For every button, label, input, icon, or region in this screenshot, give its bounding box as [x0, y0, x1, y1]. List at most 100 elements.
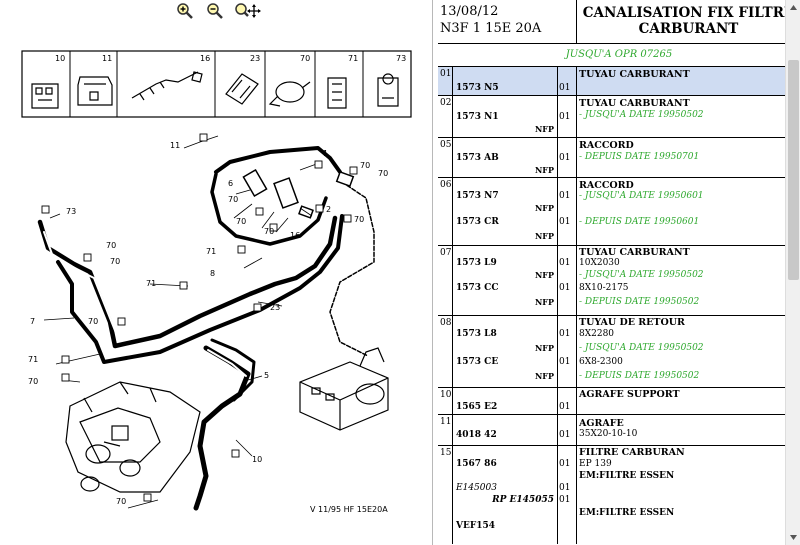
pane-divider[interactable]	[432, 0, 438, 545]
validity-date: - JUSQU'A DATE 19950502	[579, 110, 704, 120]
part-title: AGRAFE SUPPORT	[579, 389, 680, 400]
part-reference[interactable]: 1573 L8	[456, 329, 497, 339]
part-spec: 6X8-2300	[579, 357, 623, 367]
scroll-thumb[interactable]	[788, 60, 799, 280]
scroll-up-arrow-icon[interactable]	[786, 0, 800, 15]
validity-date: - DEPUIS DATE 19950502	[579, 371, 700, 381]
part-spec: 8X2280	[579, 329, 615, 339]
part-reference[interactable]: 1565 E2	[456, 402, 498, 412]
table-row[interactable]: 05 1573 AB NFP 01 RACCORD - DEPUIS DATE …	[438, 138, 800, 178]
part-quantity: 01	[559, 430, 571, 440]
callout-70: 70	[106, 241, 116, 250]
callout-10: 10	[252, 455, 262, 464]
row-index: 11	[438, 415, 453, 445]
part-reference[interactable]: 1573 CE	[456, 357, 499, 367]
zoom-pan-icon[interactable]	[234, 2, 262, 20]
inset-label-73: 73	[396, 54, 406, 63]
part-title: RACCORD	[579, 140, 634, 151]
part-reference[interactable]: 1567 86	[456, 459, 497, 469]
intake-manifold	[65, 381, 201, 493]
table-row[interactable]: 06 1573 N7 NFP 1573 CR NFP 01 01 RACCORD…	[438, 178, 800, 246]
callout-70: 70	[88, 317, 98, 326]
nfp-flag: NFP	[534, 343, 554, 353]
validity-date: - JUSQU'A DATE 19950502	[579, 270, 704, 280]
callout-23: 23	[270, 303, 280, 312]
scroll-down-arrow-icon[interactable]	[786, 530, 800, 545]
part-quantity: 01	[559, 459, 571, 469]
inset-label-10: 10	[55, 54, 65, 63]
callout-7: 7	[30, 317, 35, 326]
replacement-reference[interactable]: RP E145055	[492, 495, 554, 505]
part-reference[interactable]: 1573 N1	[456, 112, 499, 122]
row-index: 02	[438, 96, 453, 137]
validity-date: - DEPUIS DATE 19950502	[579, 297, 700, 307]
vertical-scrollbar[interactable]	[785, 0, 800, 545]
part-reference[interactable]: 1573 L9	[456, 258, 497, 268]
part-spec: 8X10-2175	[579, 283, 629, 293]
callout-70: 70	[110, 257, 120, 266]
callout-70: 70	[228, 195, 238, 204]
part-reference[interactable]: 1573 AB	[456, 153, 499, 163]
table-row[interactable]: 02 1573 N1 NFP 01 TUYAU CARBURANT - JUSQ…	[438, 96, 800, 138]
part-quantity: 01	[559, 153, 571, 163]
part-spec: EP 139	[579, 459, 612, 469]
table-row[interactable]: 01 1573 N5 01 TUYAU CARBURANT	[438, 67, 800, 96]
sub-reference[interactable]: E145003	[456, 483, 497, 493]
callout-8: 8	[210, 269, 215, 278]
page-title-line1: CANALISATION FIX FILTRE	[582, 5, 795, 21]
parts-pane: 13/08/12 N3F 1 15E 20A CANALISATION FIX …	[438, 0, 800, 545]
part-reference[interactable]: VEF154	[456, 521, 496, 531]
inset-label-16: 16	[200, 54, 210, 63]
row-index: 05	[438, 138, 453, 177]
part-title: TUYAU CARBURANT	[579, 69, 690, 80]
zoom-out-icon[interactable]	[206, 2, 224, 20]
inset-label-71: 71	[348, 54, 358, 63]
callout-boxes	[41, 133, 358, 502]
table-row[interactable]: 07 1573 L9 NFP 1573 CC NFP 01 01 TUYAU C…	[438, 246, 800, 316]
nfp-flag: NFP	[534, 203, 554, 213]
part-quantity: 01	[559, 329, 571, 339]
row-index: 07	[438, 246, 453, 315]
part-reference[interactable]: 1573 N5	[456, 83, 499, 93]
part-quantity: 01	[559, 402, 571, 412]
vehicle-model: N3F 1 15E 20A	[440, 21, 542, 36]
parts-diagram: 10 11 16 23 70 71 73	[21, 50, 412, 514]
validity-subtitle: JUSQU'A OPR 07265	[438, 44, 800, 67]
table-row[interactable]: 11 4018 42 01 AGRAFE 35X20-10-10	[438, 415, 800, 446]
filter-fittings	[242, 168, 355, 219]
part-title: FILTRE CARBURAN	[579, 447, 685, 458]
validity-date: - JUSQU'A DATE 19950502	[579, 343, 704, 353]
callout-70: 70	[360, 161, 370, 170]
callout-5: 5	[264, 371, 269, 380]
validity-date: - JUSQU'A DATE 19950601	[579, 191, 704, 201]
page-title-line2: CARBURANT	[638, 21, 739, 37]
part-quantity: 01	[559, 283, 571, 293]
header-meta: 13/08/12 N3F 1 15E 20A	[438, 0, 577, 44]
callout-70: 70	[264, 227, 274, 236]
nfp-flag: NFP	[534, 165, 554, 175]
part-quantity: 01	[559, 112, 571, 122]
table-row[interactable]: 08 1573 L8 NFP 1573 CE NFP 01 01 TUYAU D…	[438, 316, 800, 388]
nfp-flag: NFP	[534, 297, 554, 307]
row-index: 10	[438, 388, 453, 414]
part-title: RACCORD	[579, 180, 634, 191]
callout-71: 71	[206, 247, 216, 256]
part-spec: 35X20-10-10	[579, 429, 638, 439]
catalog-date: 13/08/12	[440, 4, 499, 19]
callout-70: 70	[28, 377, 38, 386]
part-reference[interactable]: 1573 CR	[456, 217, 499, 227]
callout-73: 73	[66, 207, 76, 216]
nfp-flag: NFP	[534, 124, 554, 134]
zoom-in-icon[interactable]	[176, 2, 194, 20]
part-reference[interactable]: 1573 N7	[456, 191, 499, 201]
table-row[interactable]: 15 1567 86 E145003 RP E145055 VEF154 01 …	[438, 446, 800, 544]
part-quantity: 01	[559, 357, 571, 367]
callout-6: 6	[228, 179, 233, 188]
part-reference[interactable]: 1573 CC	[456, 283, 499, 293]
callout-1: 1	[323, 149, 328, 158]
parts-table: 01 1573 N5 01 TUYAU CARBURANT 02 1573 N1…	[438, 67, 800, 544]
part-spec: 10X2030	[579, 258, 620, 268]
part-quantity: 01	[559, 483, 571, 493]
part-reference[interactable]: 4018 42	[456, 430, 497, 440]
table-row[interactable]: 10 1565 E2 01 AGRAFE SUPPORT	[438, 388, 800, 415]
